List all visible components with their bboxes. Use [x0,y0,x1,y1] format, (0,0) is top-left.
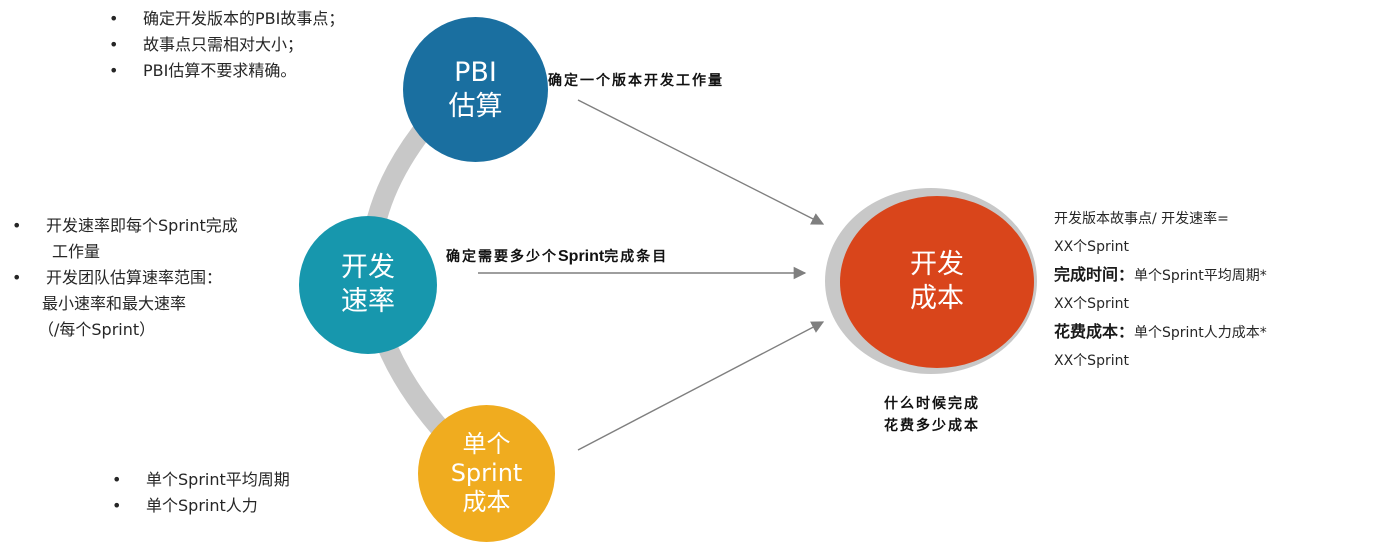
pbi-arrow-label: 确定一个版本开发工作量 [548,73,724,89]
sprint-cost-circle: 单个 Sprint 成本 [418,405,555,542]
result-caption: 什么时候完成 花费多少成本 [884,396,980,434]
list-item: • 开发团队估算速率范围： 最小速率和最大速率 （/每个Sprint） [12,268,223,339]
velocity-circle: 开发 速率 [299,216,437,354]
arrow-sprint-cost-to-cost [577,321,825,451]
velocity-arrow-label: 确定需要多少个Sprint完成条目 [446,248,669,265]
pbi-bullet-list: •确定开发版本的PBI故事点； •故事点只需相对大小； •PBI估算不要求精确。 [109,6,345,84]
formula-block: 开发版本故事点/ 开发速率= XX个Sprint 完成时间：单个Sprint平均… [1054,211,1267,369]
list-item: •故事点只需相对大小； [109,35,304,54]
dev-cost-circle: 开发 成本 [840,196,1034,368]
list-item: •单个Sprint人力 [112,496,258,515]
sprint-cost-bullet-list: •单个Sprint平均周期 •单个Sprint人力 [112,467,290,519]
arrow-pbi-to-cost [577,99,825,225]
list-item: •PBI估算不要求精确。 [109,61,297,80]
velocity-bullet-list: • 开发速率即每个Sprint完成 工作量 • 开发团队估算速率范围： 最小速率… [12,213,238,343]
list-item: • 开发速率即每个Sprint完成 工作量 [12,216,238,261]
list-item: •单个Sprint平均周期 [112,470,290,489]
list-item: •确定开发版本的PBI故事点； [109,9,345,28]
pbi-estimate-circle: PBI 估算 [403,17,548,162]
